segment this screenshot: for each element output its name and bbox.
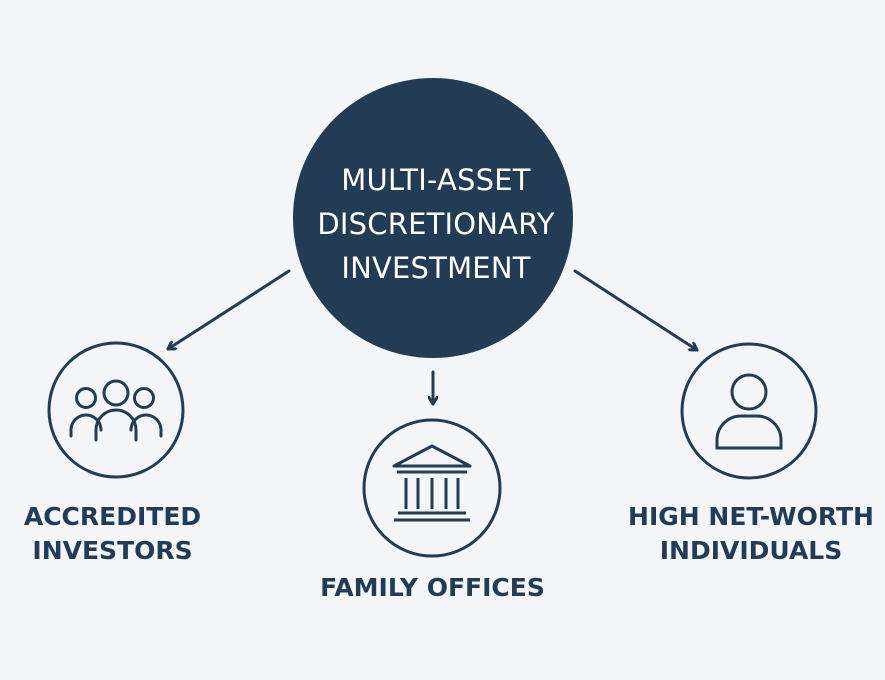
node-high-net-worth-individuals bbox=[680, 342, 818, 480]
bank-building-icon bbox=[392, 444, 472, 522]
people-group-icon bbox=[69, 379, 163, 442]
label-family-offices: FAMILY OFFICES bbox=[290, 571, 575, 605]
node-label-line: INVESTORS bbox=[32, 536, 193, 565]
person-icon bbox=[715, 373, 783, 450]
arrow-to-accredited-investors bbox=[166, 269, 291, 351]
node-label-line: FAMILY OFFICES bbox=[320, 573, 545, 602]
center-hub bbox=[293, 78, 573, 358]
node-accredited-investors bbox=[47, 341, 185, 479]
center-label-line: MULTI-ASSET bbox=[341, 163, 531, 197]
center-label-line: INVESTMENT bbox=[341, 251, 531, 285]
node-label-line: INDIVIDUALS bbox=[659, 536, 843, 565]
center-label-line: DISCRETIONARY bbox=[317, 207, 555, 241]
node-label-line: ACCREDITED bbox=[23, 502, 202, 531]
arrow-to-high-net-worth-individuals bbox=[573, 269, 699, 352]
node-label-line: HIGH NET-WORTH bbox=[628, 502, 874, 531]
node-family-offices bbox=[362, 418, 502, 558]
label-accredited-investors: ACCREDITED INVESTORS bbox=[0, 500, 225, 568]
center-hub-label: MULTI-ASSET DISCRETIONARY INVESTMENT bbox=[305, 158, 567, 290]
label-high-net-worth-individuals: HIGH NET-WORTH INDIVIDUALS bbox=[622, 500, 880, 568]
